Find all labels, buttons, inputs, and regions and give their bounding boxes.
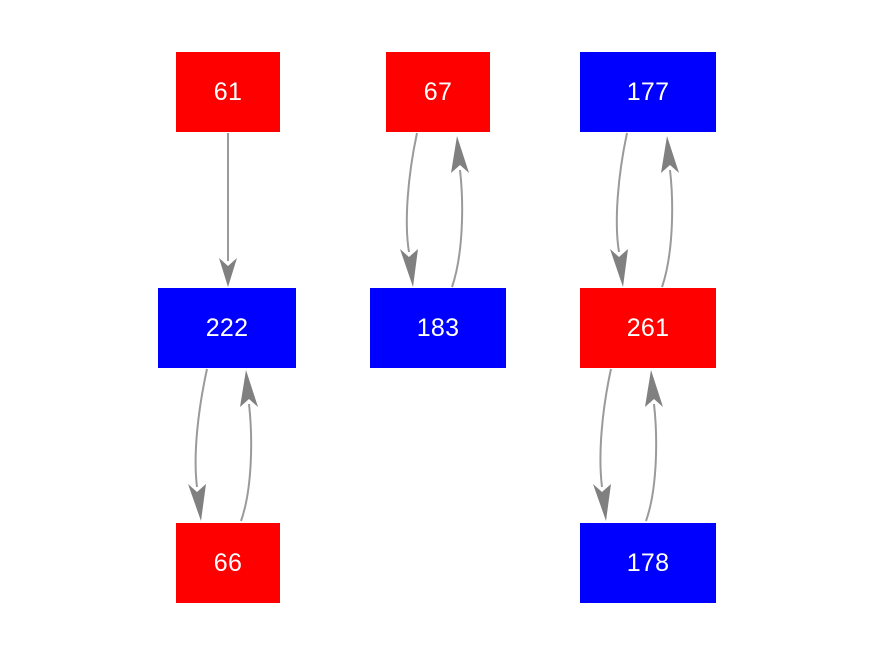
node-66[interactable]: 66 <box>176 523 280 603</box>
edge-n261-n177 <box>661 136 679 288</box>
node-177[interactable]: 177 <box>580 52 716 132</box>
edge-n67-n183 <box>400 132 418 287</box>
node-183[interactable]: 183 <box>370 288 506 368</box>
edge-n66-n222 <box>240 370 258 522</box>
node-61[interactable]: 61 <box>176 52 280 132</box>
node-label: 222 <box>205 313 249 342</box>
edge-n178-n261 <box>645 370 663 522</box>
node-label: 178 <box>626 548 670 577</box>
node-178[interactable]: 178 <box>580 523 716 603</box>
edge-n261-n178 <box>593 368 612 521</box>
node-label: 183 <box>416 313 460 342</box>
edge-n222-n66 <box>188 368 208 521</box>
edge-n183-n67 <box>451 136 469 288</box>
node-261[interactable]: 261 <box>580 288 716 368</box>
edge-n61-n222 <box>219 133 237 287</box>
node-label: 261 <box>626 313 670 342</box>
node-label: 177 <box>626 77 670 106</box>
node-label: 61 <box>213 77 243 106</box>
node-67[interactable]: 67 <box>386 52 490 132</box>
node-label: 66 <box>213 548 243 577</box>
edge-n177-n261 <box>610 132 628 287</box>
node-222[interactable]: 222 <box>158 288 296 368</box>
node-label: 67 <box>423 77 453 106</box>
